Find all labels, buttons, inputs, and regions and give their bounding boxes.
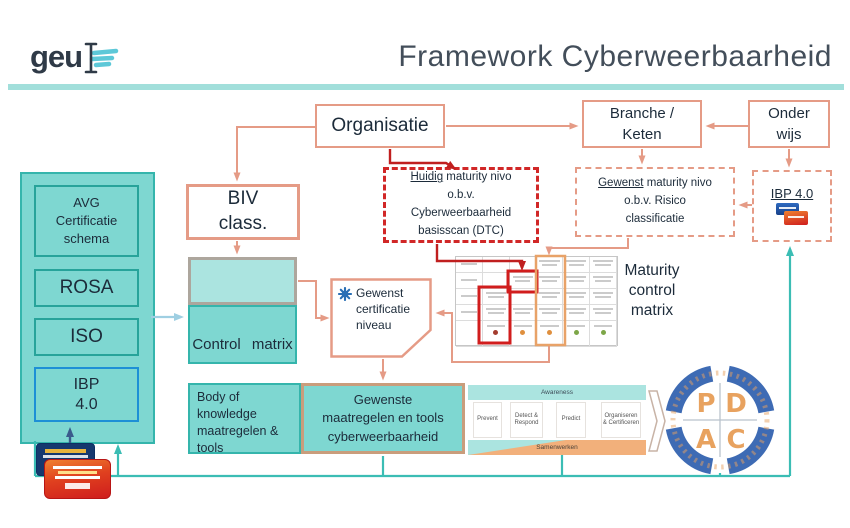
- matrix-cell: [563, 305, 591, 321]
- svg-text:D: D: [725, 389, 747, 419]
- matrix-cell: [536, 273, 564, 289]
- matrix-cell: [563, 289, 591, 305]
- arrow-organisatie-huidig: [388, 149, 457, 170]
- node-branche-keten: Branche /Keten: [582, 100, 702, 148]
- matrix-cell: [456, 273, 483, 289]
- logo: geu: [30, 36, 122, 78]
- control-matrix-top: [188, 257, 297, 305]
- red-card-icon: [784, 210, 808, 225]
- matrix-cell: [590, 257, 617, 273]
- maturity-level-dot: [520, 330, 526, 335]
- svg-text:C: C: [726, 425, 745, 455]
- cert-shape: [330, 278, 432, 358]
- node-huidig-maturity: Huidig maturity nivo o.b.v. Cyberweerbaa…: [383, 167, 539, 243]
- node-organisatie: Organisatie: [315, 104, 445, 148]
- pdca-ring-text-hint: [670, 370, 770, 470]
- node-organisatie-label: Organisatie: [331, 115, 429, 136]
- node-ibp40-label: IBP 4.0: [770, 185, 814, 201]
- matrix-cell: [509, 305, 537, 321]
- panel-item-iso: ISO: [34, 318, 139, 356]
- maturity-level-dot: [546, 330, 552, 335]
- matrix-cell: [536, 305, 564, 321]
- maturity-level-dot: [493, 330, 499, 335]
- arrow-controlmatrix-cert: [298, 280, 330, 322]
- matrix-cell: [590, 273, 617, 289]
- gear-icon: [338, 287, 352, 301]
- node-gewenst-maturity: Gewenst maturity nivo o.b.v. Risico clas…: [575, 167, 735, 237]
- maturity-level-dot: [573, 330, 579, 335]
- step-detect-respond: Detect & Respond: [510, 402, 543, 438]
- matrix-cell: [509, 321, 537, 347]
- maturity-matrix: [455, 256, 618, 347]
- node-ibp40-top: IBP 4.0: [752, 170, 832, 242]
- samenwerken-label: Samenwerken: [536, 444, 578, 451]
- certificate-badge-red: [44, 459, 111, 499]
- matrix-cell: [456, 305, 483, 321]
- panel-item-iso-label: ISO: [70, 326, 103, 347]
- node-branche-label: Branche /Keten: [609, 105, 675, 143]
- matrix-cell: [509, 289, 537, 305]
- matrix-cell: [563, 321, 591, 347]
- control-matrix-label: Control matrix: [192, 336, 293, 353]
- pdca-letters: P D A C: [696, 389, 747, 455]
- logo-text: geu: [30, 39, 83, 74]
- matrix-cell: [563, 257, 591, 273]
- matrix-cell: [456, 289, 483, 305]
- node-gewenst-label: Gewenst maturity nivo o.b.v. Risico clas…: [598, 177, 712, 225]
- control-matrix-box: Control matrix: [188, 305, 297, 364]
- panel-item-rosa-label: ROSA: [59, 277, 114, 298]
- matrix-cell: [483, 257, 510, 273]
- title-divider: [8, 84, 844, 90]
- matrix-cell: [483, 305, 510, 321]
- matrix-cell: [483, 321, 510, 347]
- matrix-cell: [590, 321, 617, 347]
- matrix-cell: [536, 321, 564, 347]
- matrix-cell: [483, 289, 510, 305]
- awareness-band: Awareness: [468, 385, 646, 400]
- pdca-cycle: P D A C: [665, 365, 775, 475]
- matrix-cell: [483, 273, 510, 289]
- panel-item-rosa: ROSA: [34, 269, 139, 307]
- matrix-cell: [563, 273, 591, 289]
- matrix-cell: [536, 257, 564, 273]
- maturity-level-dot: [600, 330, 606, 335]
- node-huidig-label: Huidig maturity nivo o.b.v. Cyberweerbaa…: [410, 171, 512, 237]
- svg-text:P: P: [696, 389, 715, 419]
- arrow-organisatie-biv: [233, 126, 315, 182]
- arrow-gewenst-matrixcol: [545, 238, 629, 256]
- matrix-cell: [536, 289, 564, 305]
- matrix-cell: [456, 321, 483, 347]
- ibp-cards-icon: [776, 202, 808, 227]
- page-title: Framework Cyberweerbaarheid: [398, 40, 832, 73]
- matrix-cell: [590, 305, 617, 321]
- matrix-cell: [590, 289, 617, 305]
- awareness-label: Awareness: [540, 389, 574, 396]
- step-organiseren: Organiseren & Certificeren: [601, 402, 641, 438]
- matrix-cell: [456, 257, 483, 273]
- matrix-cell: [509, 273, 537, 289]
- samenwerken-band: Samenwerken: [468, 440, 646, 455]
- svg-text:A: A: [696, 425, 716, 455]
- step-predict: Predict: [556, 402, 586, 438]
- logo-cursor-icon: [84, 42, 119, 74]
- matrix-cell: [509, 257, 537, 273]
- step-prevent: Prevent: [473, 402, 502, 438]
